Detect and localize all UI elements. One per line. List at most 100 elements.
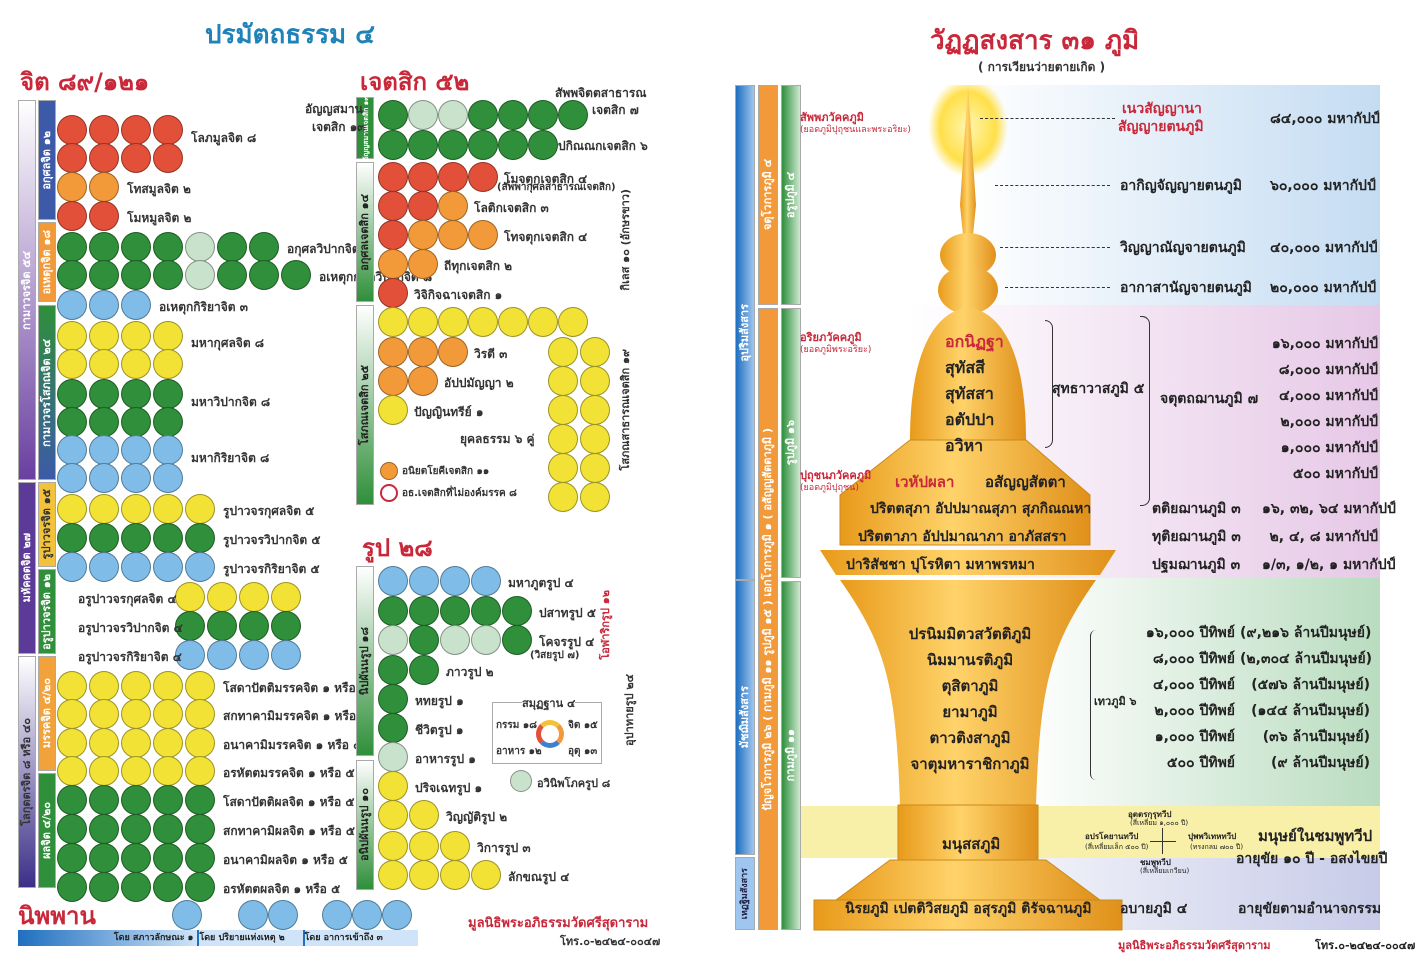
sobhana-common-circle	[580, 453, 610, 483]
citta-circle	[89, 728, 119, 758]
citta-circle	[121, 379, 151, 409]
citta-row-label: อรหัตตมรรคจิต ๑ หรือ ๕	[223, 766, 355, 780]
citta-circle	[185, 785, 215, 815]
citta-circle	[153, 756, 183, 786]
citta-circle	[57, 407, 87, 437]
citta-circle	[121, 728, 151, 758]
rupa-circle	[378, 800, 408, 830]
deva-human-years: (๑๔๔ ล้านปีมนุษย์)	[1251, 703, 1370, 719]
bar-phala: ผลจิต ๔/๒๐	[38, 773, 56, 888]
rupa-circle	[440, 831, 470, 861]
citta-circle	[57, 671, 87, 701]
citta-circle	[153, 494, 183, 524]
citta-circle	[57, 785, 87, 815]
cetasika-circle	[408, 191, 438, 221]
cetasika-circle	[378, 162, 408, 192]
rupa-circle	[409, 655, 439, 685]
sobhana-common-circle	[580, 424, 610, 454]
citta-circle	[153, 435, 183, 465]
upadaya-label: อุปาทายรูป ๒๔	[623, 674, 636, 746]
citta-circle	[153, 260, 183, 290]
citta-circle	[153, 814, 183, 844]
rupa-circle	[378, 771, 408, 801]
cetasika-title: เจตสิก ๕๒	[360, 68, 470, 96]
leader-line	[1000, 247, 1110, 248]
rupa-circle	[409, 566, 439, 596]
deva-name: จาตุมหาราชิกาภูมิ	[910, 755, 1030, 773]
citta-circle	[153, 407, 183, 437]
sabbacitta-label: สัพพจิตตสาธารณ	[555, 86, 647, 100]
continent-south-sub: (สี่เหลี่ยมเกวียน)	[1140, 867, 1190, 875]
cetasika-circle	[438, 100, 468, 130]
rupa-circle	[409, 831, 439, 861]
citta-circle	[57, 699, 87, 729]
citta-row-label: อเหตุกกิริยาจิต ๓	[159, 300, 248, 314]
citta-circle	[281, 260, 311, 290]
citta-title: จิต ๘๙/๑๒๑	[20, 68, 150, 96]
cetasika-circle	[378, 366, 408, 396]
citta-row-label: โสดาปัตติมรรคจิต ๑ หรือ ๕	[223, 681, 369, 695]
continent-west-sub: (สี่เหลี่ยมเล็ก ๕๐๐ ปี)	[1085, 843, 1149, 851]
cetasika-row-label: ปัญญินทรีย์ ๑	[414, 405, 484, 419]
citta-circle	[89, 115, 119, 145]
arupa-name-2: สัญญายตนภูมิ	[1118, 119, 1204, 135]
sobhana-common-circle	[548, 453, 578, 483]
rupa-circle	[471, 625, 501, 655]
arupa-name: เนวสัญญานา	[1122, 101, 1202, 117]
citta-circle	[57, 321, 87, 351]
cetasika-circle	[408, 249, 438, 279]
cetasika-circle	[498, 130, 528, 160]
rupa-circle	[409, 860, 439, 890]
continent-south: ชมพูทวีป	[1140, 858, 1171, 867]
citta-circle	[57, 201, 87, 231]
citta-row-label: มหากุศลจิต ๘	[191, 336, 265, 350]
apaya-lifespan: อายุขัยตามอำนาจกรรม	[1238, 901, 1382, 917]
left-phone: โทร.๐-๒๔๒๔-๐๐๔๗	[560, 935, 661, 948]
bar-sobhana-cetasika: โสภณเจตสิก ๒๕	[356, 305, 374, 505]
suddhavasa-label: สุทธาวาสภูมิ ๕	[1052, 381, 1145, 397]
citta-circle	[175, 640, 205, 670]
cetasika-circle	[468, 220, 498, 250]
fourth-jhana-lifespan: ๔,๐๐๐ มหากัปป์	[1279, 388, 1378, 404]
rupa-row-label: ปริจเฉทรูป ๑	[415, 781, 483, 795]
rupa-row-label: มหาภูตรูป ๔	[508, 576, 574, 590]
cetasika-circle	[468, 100, 498, 130]
citta-circle	[57, 349, 87, 379]
rupa-circle	[378, 713, 408, 743]
citta-circle	[185, 523, 215, 553]
citta-circle	[185, 756, 215, 786]
bar-catuvokara: จตุโวการภูมิ ๔	[758, 85, 778, 305]
arupa-name: อากาสานัญจายตนภูมิ	[1120, 280, 1252, 296]
annasamana-label-2: เจตสิก ๑๓	[312, 120, 366, 134]
deva-human-years: (๒,๓๐๔ ล้านปีมนุษย์)	[1240, 651, 1373, 667]
citta-circle	[207, 582, 237, 612]
continent-west: อปรโคยานทวีป	[1085, 832, 1139, 841]
vehapphala: เวหัปผลา	[895, 473, 955, 491]
fourth-jhana-lifespan: ๑,๐๐๐ มหากัปป์	[1280, 440, 1378, 456]
citta-row-label: รูปาวจรกุศลจิต ๕	[223, 504, 315, 518]
sobhana-common-circle	[580, 395, 610, 425]
cetasika-circle	[438, 130, 468, 160]
citta-row-label: มหาวิปากจิต ๘	[191, 395, 271, 409]
rupa-circle	[440, 566, 470, 596]
citta-circle	[121, 756, 151, 786]
rupa-circle	[409, 800, 439, 830]
citta-circle	[239, 611, 269, 641]
right-footer: มูลนิธิพระอภิธรรมวัดศรีสุดาราม	[1118, 939, 1271, 952]
cetasika-circle	[498, 307, 528, 337]
citta-circle	[121, 552, 151, 582]
citta-circle	[153, 379, 183, 409]
cetasika-circle	[438, 337, 468, 367]
cetasika-circle	[378, 278, 408, 308]
cetasika-circle	[378, 337, 408, 367]
citta-circle	[121, 699, 151, 729]
cetasika-circle	[558, 100, 588, 130]
leader-line	[1005, 287, 1110, 288]
cetasika-circle	[378, 307, 408, 337]
human-lifespan: อายุขัย ๑๐ ปี - อสงไขยปี	[1236, 851, 1388, 867]
citta-circle	[153, 785, 183, 815]
avinibbhoga-label: อวินิพโภครูป ๘	[537, 777, 611, 790]
legend-outline-circle	[380, 484, 398, 502]
citta-circle	[89, 814, 119, 844]
cetasika-circle	[438, 307, 468, 337]
